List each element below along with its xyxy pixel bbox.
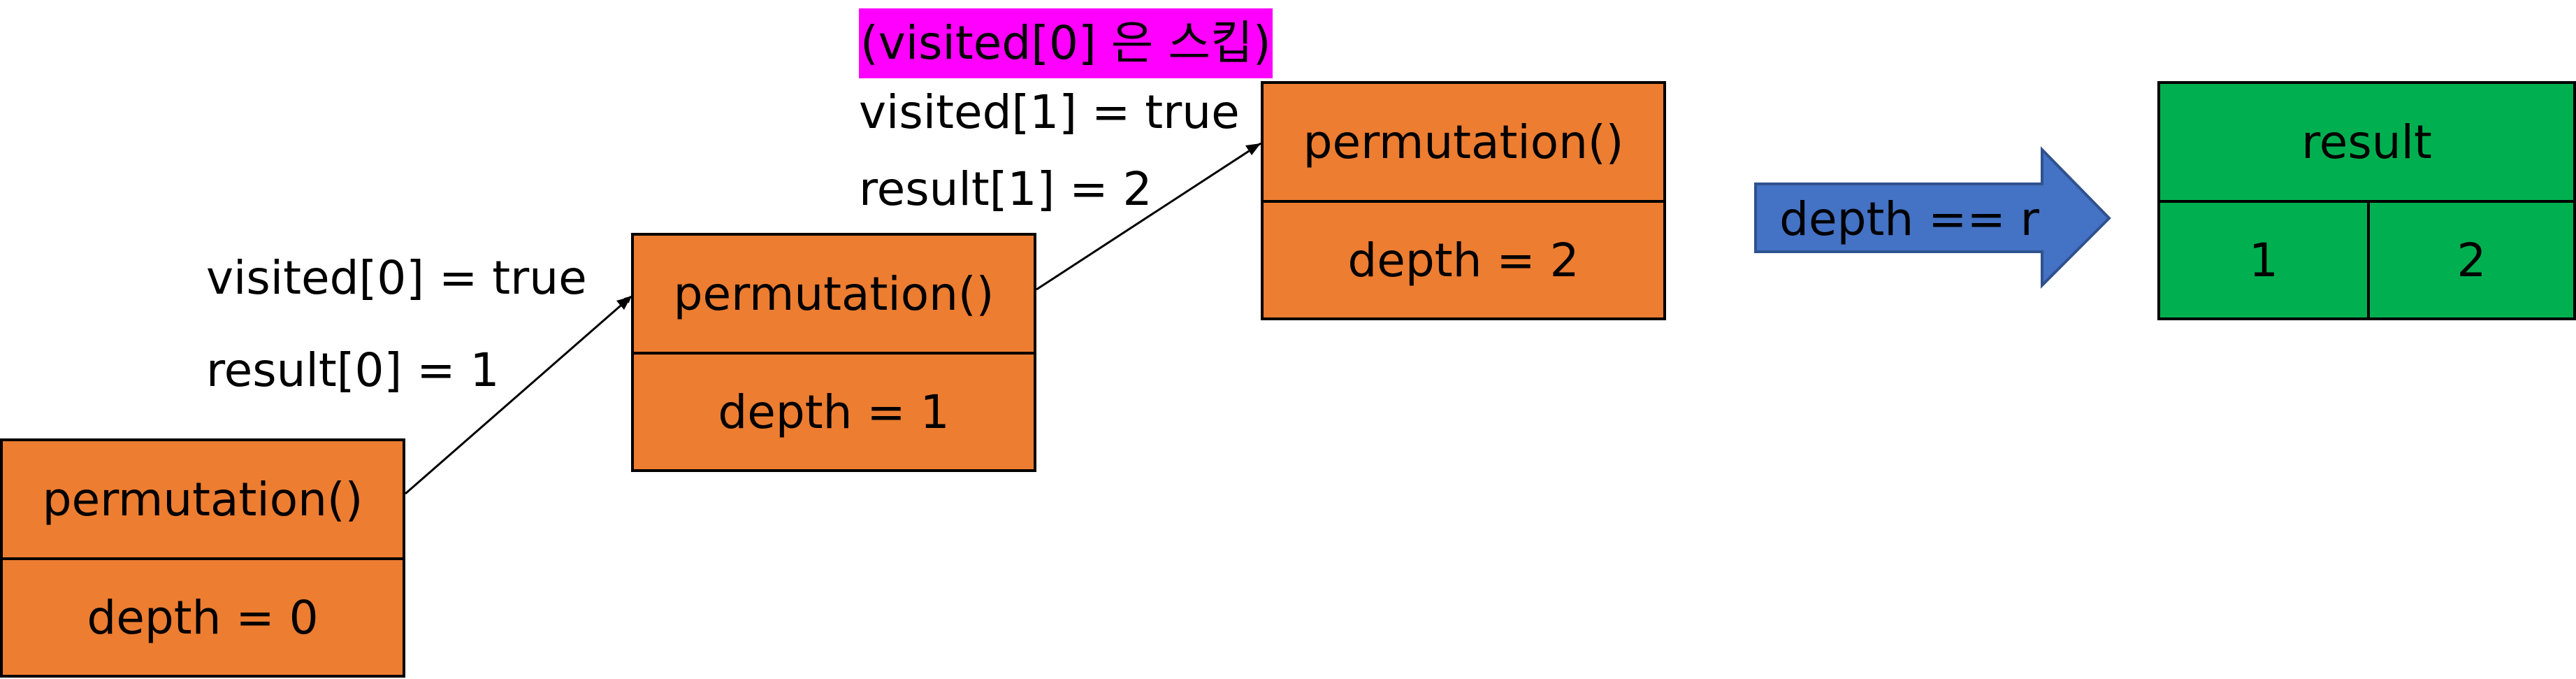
result-table-header: result (2160, 84, 2573, 203)
result-value-cell: 1 (2160, 203, 2370, 317)
call-box-depth-value: depth = 2 (1347, 233, 1579, 287)
call-box-function-name: permutation() (634, 236, 1034, 355)
result-value-cell: 2 (2456, 233, 2487, 287)
arrow-call-0-to-1 (405, 295, 632, 495)
call-box-function-name: permutation() (1264, 84, 1663, 203)
transition-1-visited-label: visited[1] = true (859, 85, 1240, 139)
skip-note-text: (visited[0] 은 스킵) (860, 16, 1271, 70)
transition-0-result-label: result[0] = 1 (206, 343, 500, 397)
transition-0-visited-label: visited[0] = true (206, 251, 587, 305)
transition-1-skip-note: (visited[0] 은 스킵) (859, 8, 1273, 78)
call-box-depth-0: permutation() depth = 0 (0, 438, 405, 678)
transition-1-result-label: result[1] = 2 (859, 162, 1152, 216)
call-box-depth-value: depth = 1 (718, 385, 950, 439)
arrowhead-call-2 (1245, 143, 1261, 155)
result-table: result 1 2 (2157, 81, 2576, 320)
call-box-depth-1: permutation() depth = 1 (631, 233, 1036, 472)
arrow-call-1-to-2 (1036, 142, 1261, 291)
condition-arrow-label: depth == r (1779, 192, 2039, 246)
call-box-depth-2: permutation() depth = 2 (1261, 81, 1666, 320)
call-box-depth-value: depth = 0 (87, 590, 319, 645)
condition-arrow-shape (1754, 146, 2111, 289)
arrowhead-call-1 (616, 296, 631, 310)
call-box-function-name: permutation() (3, 441, 403, 560)
